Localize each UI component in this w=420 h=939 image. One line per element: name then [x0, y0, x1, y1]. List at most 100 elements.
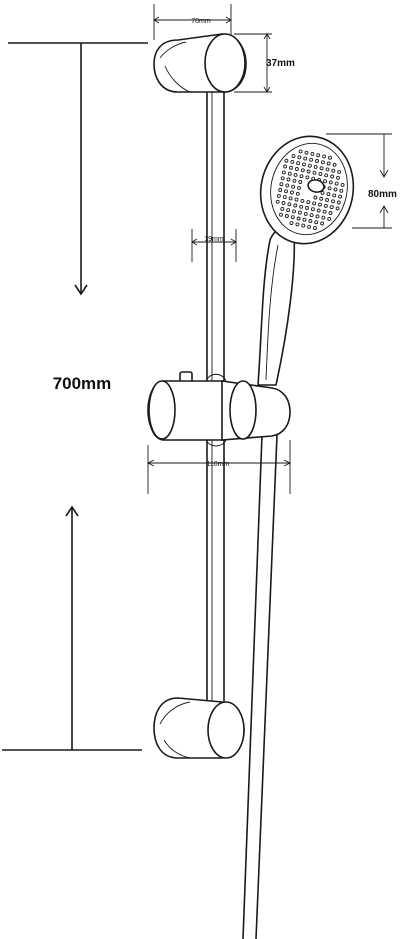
nozzle-dot: [303, 156, 308, 161]
nozzle-dot: [284, 158, 289, 163]
nozzle-dot: [299, 204, 304, 209]
nozzle-dot: [293, 172, 298, 177]
nozzle-dot: [328, 180, 333, 185]
bracket-width-dimension: 70mm: [153, 4, 232, 40]
nozzle-dot: [325, 167, 330, 172]
bottom-bracket-cap: [207, 701, 245, 759]
bracket-height-dimension: 37mm: [234, 33, 295, 93]
nozzle-dot: [292, 178, 297, 183]
nozzle-dot: [338, 194, 343, 199]
nozzle-dot: [313, 195, 318, 200]
nozzle-dot: [279, 182, 284, 187]
slider-knob: [148, 380, 176, 440]
nozzle-dot: [322, 209, 327, 214]
nozzle-dot: [297, 155, 302, 160]
bracket-height-label: 37mm: [266, 58, 295, 69]
nozzle-dot: [313, 226, 317, 231]
nozzle-dot: [336, 200, 341, 205]
nozzle-dot: [280, 206, 285, 211]
nozzle-dot: [294, 167, 299, 171]
rail-length-dimension: 700mm: [2, 42, 148, 751]
bracket-width-label: 70mm: [191, 18, 211, 25]
nozzle-dot: [327, 186, 332, 191]
nozzle-dot: [323, 179, 327, 184]
nozzle-dot: [335, 206, 340, 211]
nozzle-dot: [339, 188, 344, 193]
nozzle-dot: [288, 196, 293, 201]
nozzle-dot: [333, 187, 338, 192]
nozzle-dot: [305, 175, 310, 180]
nozzle-dot: [326, 192, 331, 197]
nozzle-dot: [296, 216, 301, 221]
nozzle-dot: [284, 189, 288, 194]
nozzle-dot: [299, 174, 304, 179]
nozzle-dot: [286, 177, 291, 182]
nozzle-dot: [292, 209, 296, 214]
nozzle-dot: [281, 201, 286, 205]
nozzle-dot: [323, 203, 328, 208]
nozzle-dot: [295, 191, 300, 196]
nozzle-dot: [300, 168, 305, 173]
nozzle-dot: [295, 222, 300, 227]
nozzle-dot: [296, 161, 301, 166]
nozzle-dot: [278, 188, 283, 192]
shower-head-rim: [259, 135, 355, 245]
down-arrow-icon: [74, 284, 88, 296]
nozzle-dot: [290, 215, 295, 220]
shower-hose: [242, 434, 278, 939]
nozzle-dot: [312, 170, 317, 175]
nozzle-dot: [332, 193, 337, 198]
nozzle-dot: [340, 182, 345, 187]
nozzle-dot: [316, 153, 321, 158]
nozzle-dot: [306, 200, 311, 205]
nozzle-dot: [320, 160, 325, 165]
nozzle-dot: [319, 166, 324, 171]
nozzle-dot: [283, 164, 288, 169]
nozzle-dot: [287, 202, 292, 207]
shower-head: [259, 135, 355, 245]
nozzle-dot: [307, 224, 312, 229]
nozzle-dot: [304, 150, 309, 155]
nozzle-dot: [330, 174, 335, 179]
slider-assembly: [147, 371, 291, 447]
nozzle-dot: [284, 214, 289, 218]
slider-width-label: 110mm: [207, 461, 230, 468]
nozzle-dot: [289, 221, 294, 226]
nozzle-dot: [281, 170, 286, 175]
head-diameter-dimension: 80mm: [326, 133, 397, 229]
nozzle-dot: [337, 169, 342, 174]
nozzle-dot: [315, 214, 320, 219]
top-bracket-cap: [204, 33, 246, 93]
nozzle-dot: [297, 185, 301, 190]
nozzle-dot: [328, 211, 333, 215]
nozzle-dot: [334, 181, 339, 186]
rail-diameter-label: 19mm: [204, 236, 224, 243]
nozzle-dot: [303, 211, 308, 216]
nozzle-dot: [301, 223, 306, 228]
nozzle-dot: [298, 149, 303, 154]
nozzle-dot: [291, 184, 296, 189]
nozzle-dot: [290, 159, 295, 164]
nozzle-dot: [285, 183, 290, 188]
top-wall-bracket: [153, 33, 247, 93]
rail-diameter-dimension: 19mm: [191, 229, 237, 262]
nozzle-dot: [310, 207, 315, 212]
nozzle-dot: [320, 221, 325, 226]
nozzle-dot: [318, 202, 322, 207]
nozzle-dot: [308, 219, 313, 223]
nozzle-dot: [320, 190, 325, 195]
rail-length-label: 700mm: [53, 374, 112, 393]
nozzle-dot: [321, 215, 326, 220]
nozzle-dot: [328, 155, 332, 160]
nozzle-dot: [306, 169, 311, 174]
nozzle-dot: [331, 199, 335, 204]
nozzle-dot: [329, 205, 334, 210]
nozzle-dot: [326, 161, 331, 166]
nozzle-dot: [276, 193, 281, 198]
slider-width-dimension: 110mm: [146, 440, 292, 494]
nozzle-dot: [300, 198, 305, 203]
nozzle-dot: [314, 220, 319, 225]
nozzle-dot: [336, 175, 340, 180]
nozzle-dot: [327, 216, 332, 221]
